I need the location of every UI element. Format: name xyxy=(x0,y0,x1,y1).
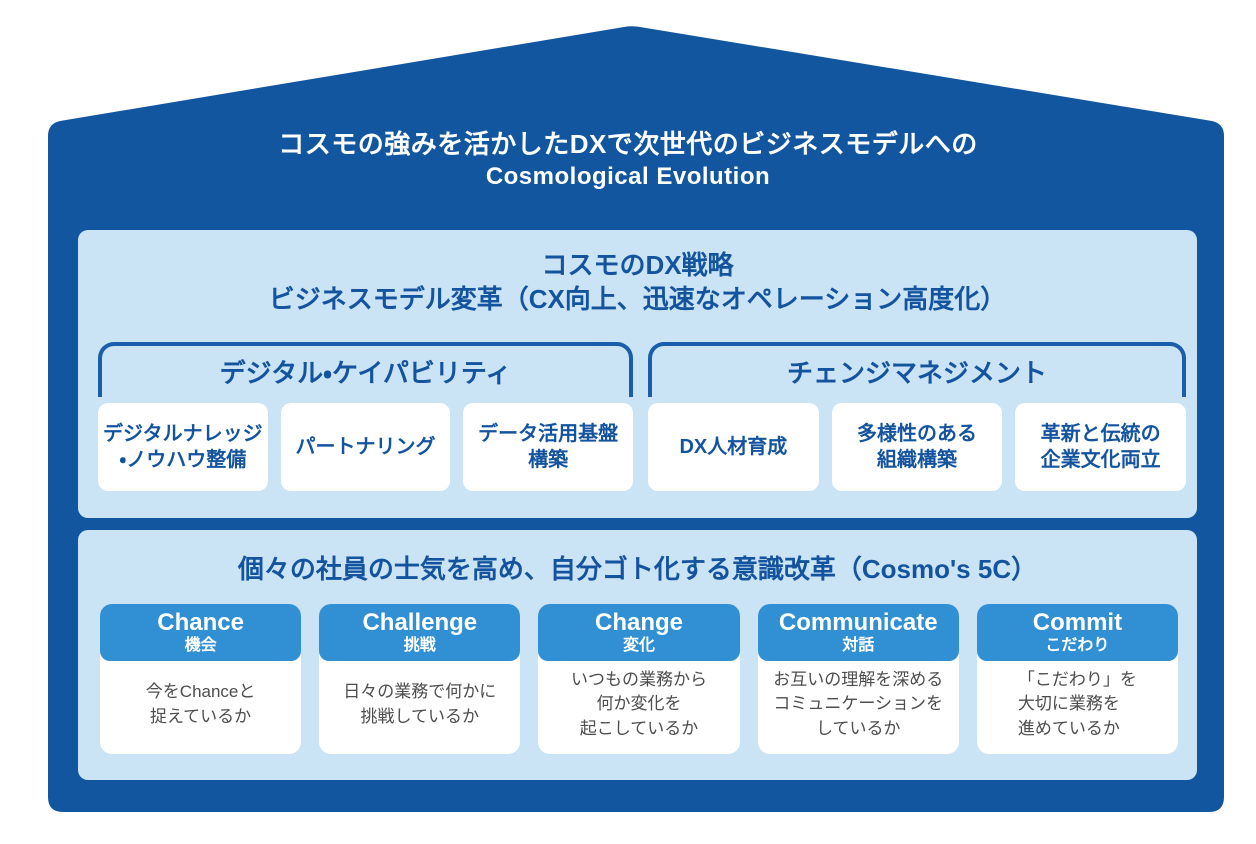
card-change-body: いつもの業務から 何か変化を 起こしているか xyxy=(571,669,707,738)
item-partnering: パートナリング xyxy=(280,403,451,491)
dx-strategy-heading-line2: ビジネスモデル変革（CX向上、迅速なオペレーション高度化） xyxy=(268,284,1007,314)
change-management-items: DX人材育成 多様性のある 組織構築 革新と伝統の 企業文化両立 xyxy=(648,403,1187,491)
card-communicate-header: Communicate 対話 xyxy=(757,604,959,661)
card-communicate-jp: 対話 xyxy=(842,637,875,654)
card-communicate: Communicate 対話 お互いの理解を深める コミュニケーションを してい… xyxy=(757,604,959,754)
card-commit-body: 「こだわり」を 大切に業務を 進めているか xyxy=(1017,669,1137,738)
change-management-group: チェンジマネジメント xyxy=(648,342,1186,397)
card-chance: Chance 機会 今をChanceと 捉えているか xyxy=(100,604,302,754)
dx-strategy-heading-line1: コスモのDX戦略 xyxy=(541,250,734,280)
card-communicate-en: Communicate xyxy=(778,609,938,636)
card-chance-body: 今をChanceと 捉えているか xyxy=(145,681,256,726)
card-challenge-en: Challenge xyxy=(362,609,478,636)
card-chance-jp: 機会 xyxy=(184,637,217,654)
item-data-platform: データ活用基盤 構築 xyxy=(463,403,634,491)
card-challenge: Challenge 挑戦 日々の業務で何かに 挑戦しているか xyxy=(319,604,521,754)
diagram-title-line1: コスモの強みを活かしたDXで次世代のビジネスモデルへの xyxy=(278,129,978,159)
card-commit-en: Commit xyxy=(1032,609,1123,636)
change-management-title: チェンジマネジメント xyxy=(786,358,1047,388)
digital-capability-title: デジタル・ケイパビリティ xyxy=(219,358,512,388)
item-innovation-tradition: 革新と伝統の 企業文化両立 xyxy=(1015,403,1187,491)
card-change-header: Change 変化 xyxy=(538,604,740,661)
card-chance-header: Chance 機会 xyxy=(100,604,302,661)
item-diverse-organization: 多様性のある 組織構築 xyxy=(831,403,1003,491)
card-change-jp: 変化 xyxy=(623,637,656,654)
card-chance-en: Chance xyxy=(157,609,244,636)
digital-capability-items: デジタルナレッジ ・ノウハウ整備 パートナリング データ活用基盤 構築 xyxy=(98,403,634,491)
five-c-cards: Chance 機会 今をChanceと 捉えているか Challenge 挑戦 … xyxy=(100,604,1179,754)
item-dx-talent: DX人材育成 xyxy=(648,403,819,491)
dx-strategy-panel: コスモのDX戦略 ビジネスモデル変革（CX向上、迅速なオペレーション高度化） デ… xyxy=(78,230,1197,518)
card-commit-header: Commit こだわり xyxy=(976,604,1179,661)
card-change: Change 変化 いつもの業務から 何か変化を 起こしているか xyxy=(538,604,740,754)
item-digital-knowledge: デジタルナレッジ ・ノウハウ整備 xyxy=(98,403,268,491)
card-commit-jp: こだわり xyxy=(1045,637,1110,654)
five-c-panel: 個々の社員の士気を高め、自分ゴト化する意識改革（Cosmo's 5C） Chan… xyxy=(78,530,1197,780)
card-commit: Commit こだわり 「こだわり」を 大切に業務を 進めているか xyxy=(976,604,1179,754)
diagram-title: コスモの強みを活かしたDXで次世代のビジネスモデルへの Cosmological… xyxy=(0,127,1256,193)
card-change-en: Change xyxy=(595,609,684,636)
card-communicate-body: お互いの理解を深める コミュニケーションを しているか xyxy=(773,669,944,738)
card-challenge-header: Challenge 挑戦 xyxy=(319,604,521,661)
five-c-heading: 個々の社員の士気を高め、自分ゴト化する意識改革（Cosmo's 5C） xyxy=(237,554,1038,584)
digital-capability-group: デジタル・ケイパビリティ xyxy=(98,342,633,397)
dx-strategy-heading: コスモのDX戦略 ビジネスモデル変革（CX向上、迅速なオペレーション高度化） xyxy=(78,230,1197,316)
card-challenge-jp: 挑戦 xyxy=(403,637,436,654)
card-challenge-body: 日々の業務で何かに 挑戦しているか xyxy=(343,681,497,726)
diagram-title-line2: Cosmological Evolution xyxy=(485,163,771,190)
